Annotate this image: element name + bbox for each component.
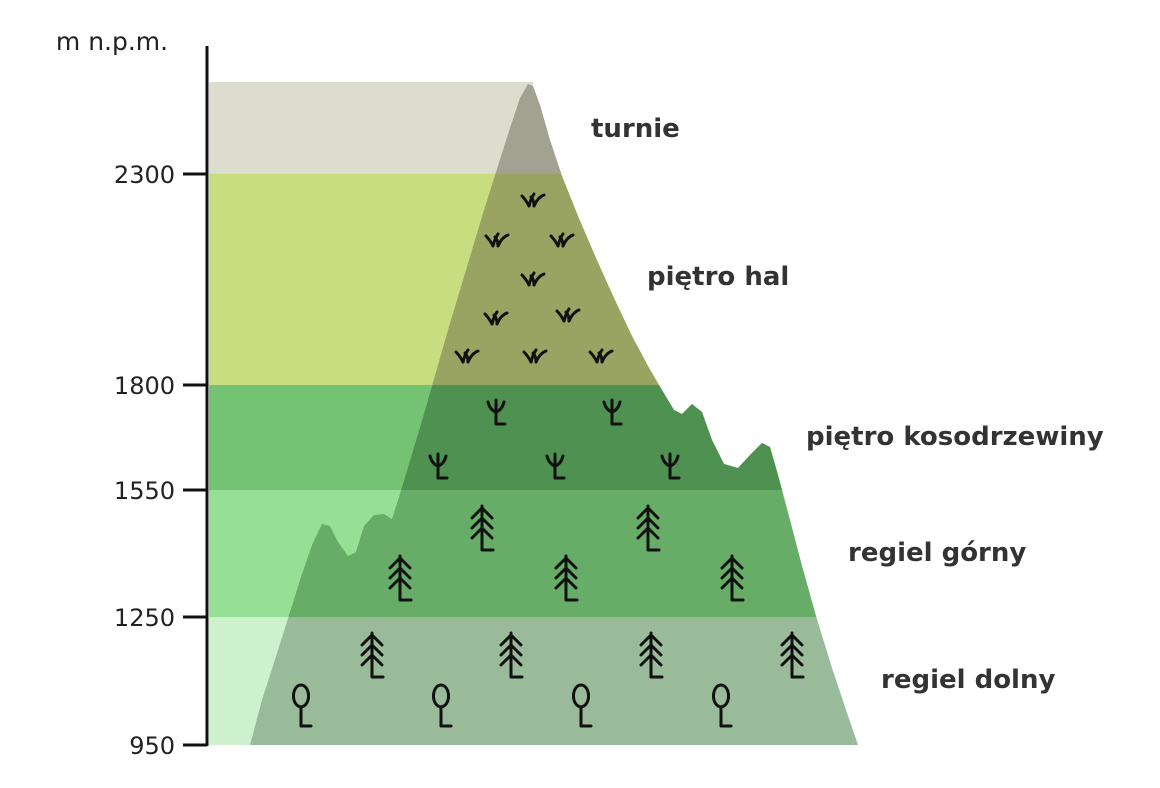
dwarf-pine-icon: [660, 452, 681, 480]
grass-icon: [555, 307, 581, 323]
grass-icon: [484, 232, 510, 248]
tick-label-1550: 1550: [114, 477, 175, 505]
spruce-icon: [554, 554, 579, 602]
deciduous-tree-icon: [292, 683, 313, 728]
zone-label-regiel-gorny: regiel górny: [848, 538, 1026, 568]
grass-icon: [520, 271, 546, 287]
deciduous-tree-icon: [572, 683, 593, 728]
tick-label-950: 950: [129, 732, 175, 760]
deciduous-tree-icon: [712, 683, 733, 728]
grass-icon: [520, 192, 546, 208]
sky-mask: [533, 0, 900, 745]
grass-icon: [454, 348, 480, 364]
dwarf-pine-icon: [428, 452, 449, 480]
spruce-icon: [499, 631, 524, 679]
tick-label-1250: 1250: [114, 604, 175, 632]
spruce-icon: [470, 504, 495, 552]
spruce-icon: [780, 631, 805, 679]
zone-label-hal: piętro hal: [647, 262, 789, 292]
spruce-icon: [720, 554, 745, 602]
dwarf-pine-icon: [486, 398, 507, 426]
axis-ticks: [183, 172, 207, 747]
tick-label-2300: 2300: [114, 161, 175, 189]
deciduous-tree-icon: [432, 683, 453, 728]
tick-label-1800: 1800: [114, 372, 175, 400]
spruce-icon: [636, 504, 661, 552]
spruce-icon: [360, 631, 385, 679]
zone-label-turnie: turnie: [591, 114, 680, 144]
grass-icon: [483, 310, 509, 326]
zone-label-regiel-dolny: regiel dolny: [881, 665, 1055, 695]
grass-icon: [549, 232, 575, 248]
vegetation-symbols: [292, 192, 805, 728]
axis-unit-label: m n.p.m.: [56, 27, 168, 56]
dwarf-pine-icon: [602, 398, 623, 426]
zone-label-kosodrzewiny: piętro kosodrzewiny: [806, 422, 1104, 452]
grass-icon: [588, 348, 614, 364]
spruce-icon: [388, 554, 413, 602]
grass-icon: [522, 348, 548, 364]
spruce-icon: [639, 631, 664, 679]
dwarf-pine-icon: [545, 452, 566, 480]
